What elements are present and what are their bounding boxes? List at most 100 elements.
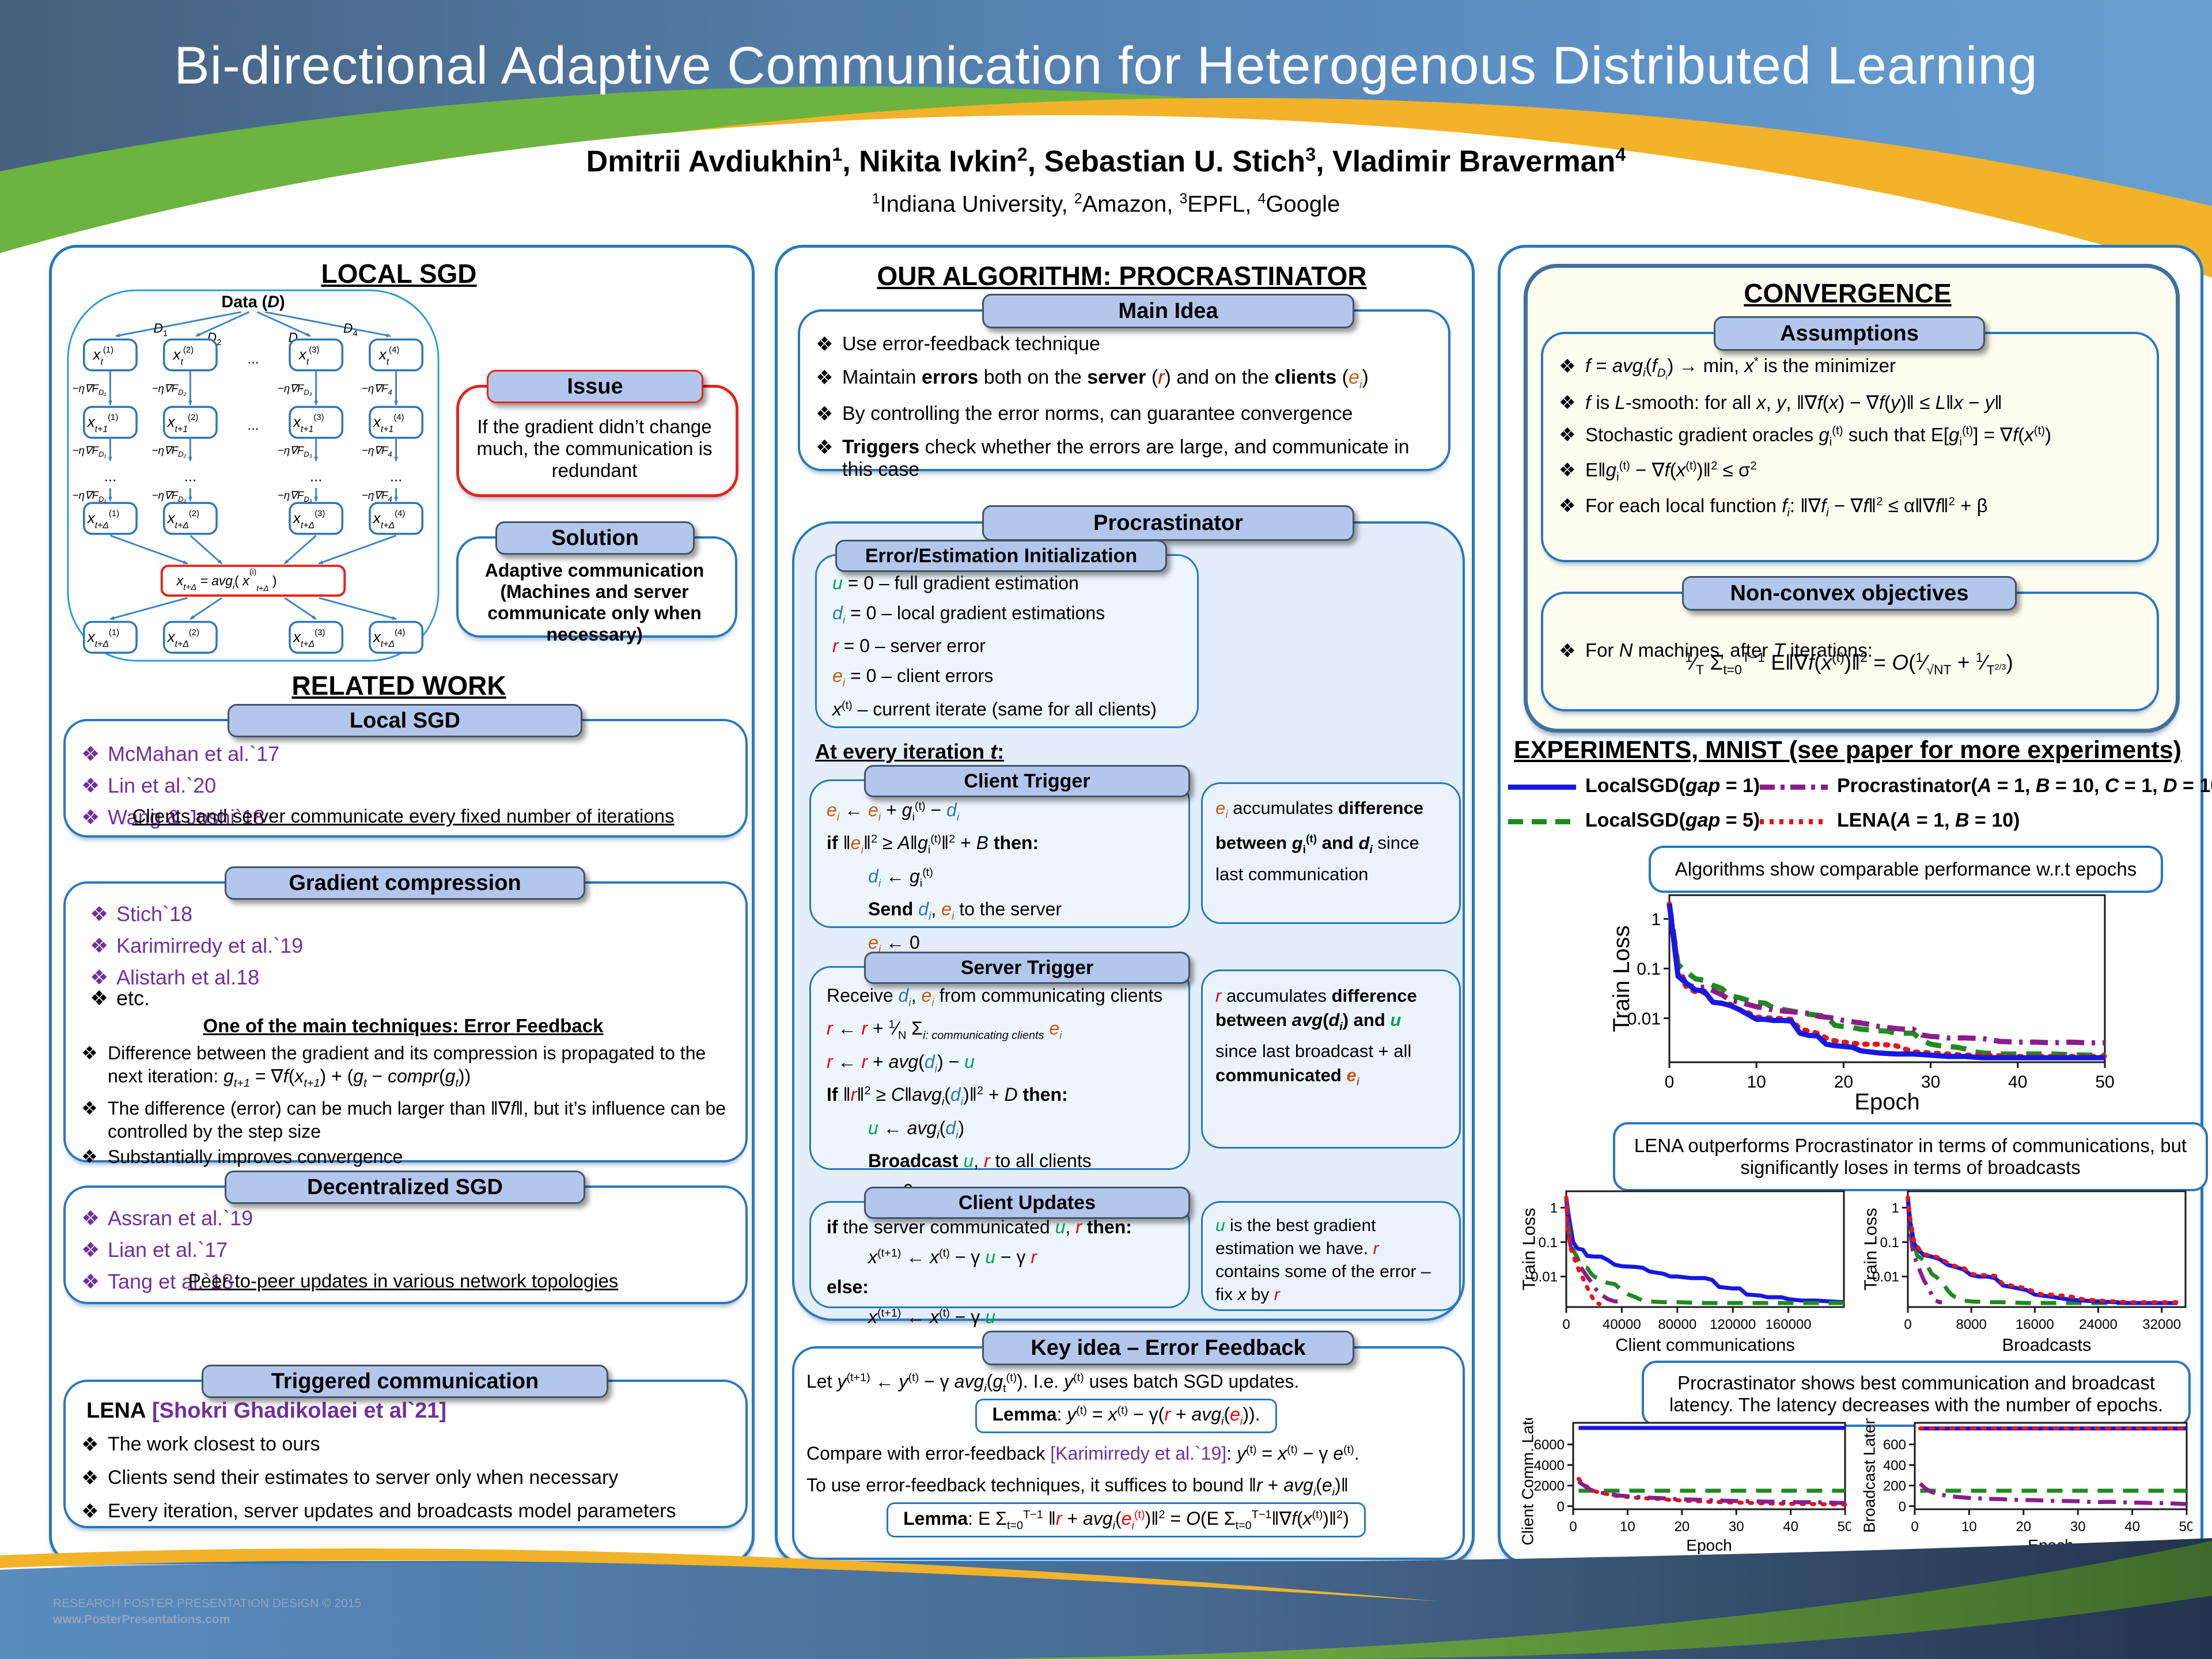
issue-pill: Issue (487, 370, 703, 403)
local-sgd-note: Clients and server communicate every fix… (132, 805, 675, 827)
svg-text:xt+Δ = avgi( x(i)t+Δ ): xt+Δ = avgi( x(i)t+Δ ) (176, 567, 277, 593)
bullet-item: Every iteration, server updates and broa… (78, 1500, 732, 1523)
client-trigger-pill: Client Trigger (864, 765, 1190, 797)
svg-text:Train Loss: Train Loss (1609, 925, 1634, 1032)
svg-text:50: 50 (2179, 1519, 2192, 1535)
svg-text:10: 10 (1620, 1519, 1635, 1535)
legend-lena: LENA(A = 1, B = 10) (1760, 809, 2020, 832)
footer-credit-line1: RESEARCH POSTER PRESENTATION DESIGN © 20… (53, 1597, 362, 1610)
svg-text:−η∇FD₁: −η∇FD₁ (72, 444, 106, 459)
client-trigger-note-text: ei accumulates difference between gi(t) … (1215, 798, 1423, 884)
note-procrastinator-latency: Procrastinator shows best communication … (1642, 1361, 2191, 1427)
client-updates-box (809, 1201, 1190, 1308)
key-idea-line1: Let y(t+1) ← y(t) − γ avgi(gt(t)). I.e. … (806, 1371, 1300, 1395)
svg-text:0: 0 (1911, 1519, 1918, 1535)
algorithm-heading: OUR ALGORITHM: PROCRASTINATOR (877, 261, 1367, 291)
bullet-item: Difference between the gradient and its … (78, 1041, 732, 1094)
svg-text:20: 20 (1674, 1519, 1690, 1535)
math-line: If ‖r‖2 ≥ C‖avgi(di)‖2 + D then: (827, 1084, 1068, 1108)
svg-text:0: 0 (1557, 1499, 1565, 1514)
svg-text:xt(2): xt(2) (172, 346, 194, 367)
svg-text:−η∇F4: −η∇F4 (362, 489, 392, 503)
key-idea-pill: Key idea – Error Feedback (982, 1331, 1354, 1365)
svg-text:−η∇F4: −η∇F4 (362, 444, 392, 459)
math-line: u = 0 – full gradient estimation (832, 573, 1079, 593)
client-trigger-box (809, 779, 1190, 928)
math-line: ei ← 0 (868, 931, 920, 956)
assumption-item: f is L-smooth: for all x, y, ‖∇f(x) − ∇f… (1555, 391, 2143, 414)
svg-text:400: 400 (1883, 1458, 1906, 1474)
math-line: ei ← ei + gi(t) − di (827, 800, 960, 824)
citation-item: Lian et al.`17 (78, 1238, 729, 1262)
svg-text:...: ... (104, 468, 117, 484)
key-idea-lemma2: Lemma: E Σt=0T−1 ‖r + avgi(ei(t))‖2 = O(… (792, 1502, 1460, 1538)
bullet-item: Maintain errors both on the server (r) a… (812, 366, 1434, 392)
svg-text:xt+1(1): xt+1(1) (86, 413, 119, 434)
svg-text:24000: 24000 (2079, 1317, 2118, 1332)
svg-text:200: 200 (1883, 1479, 1906, 1494)
math-line: di ← gi(t) (868, 865, 933, 890)
math-line: u ← avgi(di) (868, 1117, 965, 1141)
svg-text:2000: 2000 (1534, 1479, 1565, 1494)
svg-text:40: 40 (2124, 1519, 2140, 1535)
svg-text:...: ... (248, 418, 259, 433)
svg-text:0: 0 (1899, 1499, 1906, 1514)
lena-line: LENA [Shokri Ghadikolaei et al`21] (86, 1399, 447, 1423)
server-trigger-note-text: r accumulates difference between avg(di)… (1215, 986, 1417, 1089)
citation-item: Karimirredy et al.`19 (86, 934, 726, 958)
svg-text:0.01: 0.01 (1872, 1270, 1899, 1285)
svg-text:16000: 16000 (2016, 1317, 2054, 1332)
gradient-compression-etc: etc. (86, 986, 2212, 1010)
svg-text:xt+Δ(2): xt+Δ(2) (166, 628, 199, 649)
svg-text:40: 40 (1783, 1519, 1798, 1535)
svg-text:...: ... (390, 468, 403, 484)
svg-text:Client Comm. Latency: Client Comm. Latency (1519, 1418, 1537, 1546)
svg-text:8000: 8000 (1956, 1317, 1986, 1332)
svg-text:−η∇FD₂: −η∇FD₂ (152, 444, 187, 459)
gradient-compression-pill: Gradient compression (225, 866, 585, 900)
math-line: x(t) – current iterate (same for all cli… (832, 698, 1157, 719)
svg-text:xt+1(3): xt+1(3) (292, 413, 324, 434)
gradient-compression-citations: Stich`18Karimirredy et al.`19Alistarh et… (86, 902, 726, 997)
client-updates-note-text: u is the best gradient estimation we hav… (1215, 1216, 1431, 1304)
svg-text:−η∇F4: −η∇F4 (362, 382, 392, 397)
svg-text:xt+Δ(4): xt+Δ(4) (372, 509, 405, 531)
math-line: Broadcast u, r to all clients (868, 1150, 1092, 1171)
svg-text:160000: 160000 (1766, 1317, 1812, 1332)
svg-text:xt+1(2): xt+1(2) (166, 413, 199, 434)
client-trigger-note (1201, 782, 1461, 924)
svg-text:50: 50 (1838, 1519, 1851, 1535)
assumption-item: Stochastic gradient oracles gi(t) such t… (1555, 423, 2143, 449)
key-idea-lemma1: Lemma: y(t) = x(t) − γ(r + avgi(ei)). (792, 1399, 1460, 1434)
nonconvex-bullet: For N machines, after T iterations: (1555, 639, 2161, 662)
svg-text:xt+Δ(3): xt+Δ(3) (292, 628, 325, 649)
svg-text:−η∇FD₂: −η∇FD₂ (152, 489, 187, 503)
server-trigger-box (809, 966, 1190, 1170)
math-line: Receive di, ei from communicating client… (827, 985, 1163, 1009)
svg-text:30: 30 (1729, 1519, 1744, 1535)
citation-item: Tang et al.`18 (78, 1270, 729, 1294)
legend-line-solid (1508, 784, 1576, 790)
svg-text:...: ... (184, 468, 197, 484)
svg-text:−η∇FD₁: −η∇FD₁ (72, 489, 106, 503)
svg-text:Train Loss: Train Loss (1518, 1208, 1539, 1291)
svg-text:D1: D1 (153, 320, 168, 338)
svg-text:10: 10 (1747, 1073, 1766, 1092)
footer-green-arc (979, 1541, 2212, 1659)
svg-text:Data (D): Data (D) (221, 293, 285, 312)
svg-text:xt+Δ(1): xt+Δ(1) (86, 628, 119, 649)
svg-text:xt(1): xt(1) (92, 346, 114, 367)
decentralized-citations: Assran et al.`19Lian et al.`17Tang et al… (78, 1206, 729, 1301)
svg-text:0: 0 (1562, 1317, 1570, 1332)
client-updates-pill: Client Updates (864, 1187, 1190, 1219)
poster-title: Bi-directional Adaptive Communication fo… (174, 36, 2038, 95)
svg-text:...: ... (248, 351, 259, 367)
math-line: x(t+1) ← x(t) − γ u − γ r (868, 1247, 1037, 1267)
svg-text:−η∇FD₁: −η∇FD₁ (72, 382, 106, 397)
svg-text:6000: 6000 (1534, 1437, 1565, 1453)
math-line: ei = 0 – client errors (832, 665, 994, 690)
svg-text:30: 30 (2070, 1519, 2086, 1535)
